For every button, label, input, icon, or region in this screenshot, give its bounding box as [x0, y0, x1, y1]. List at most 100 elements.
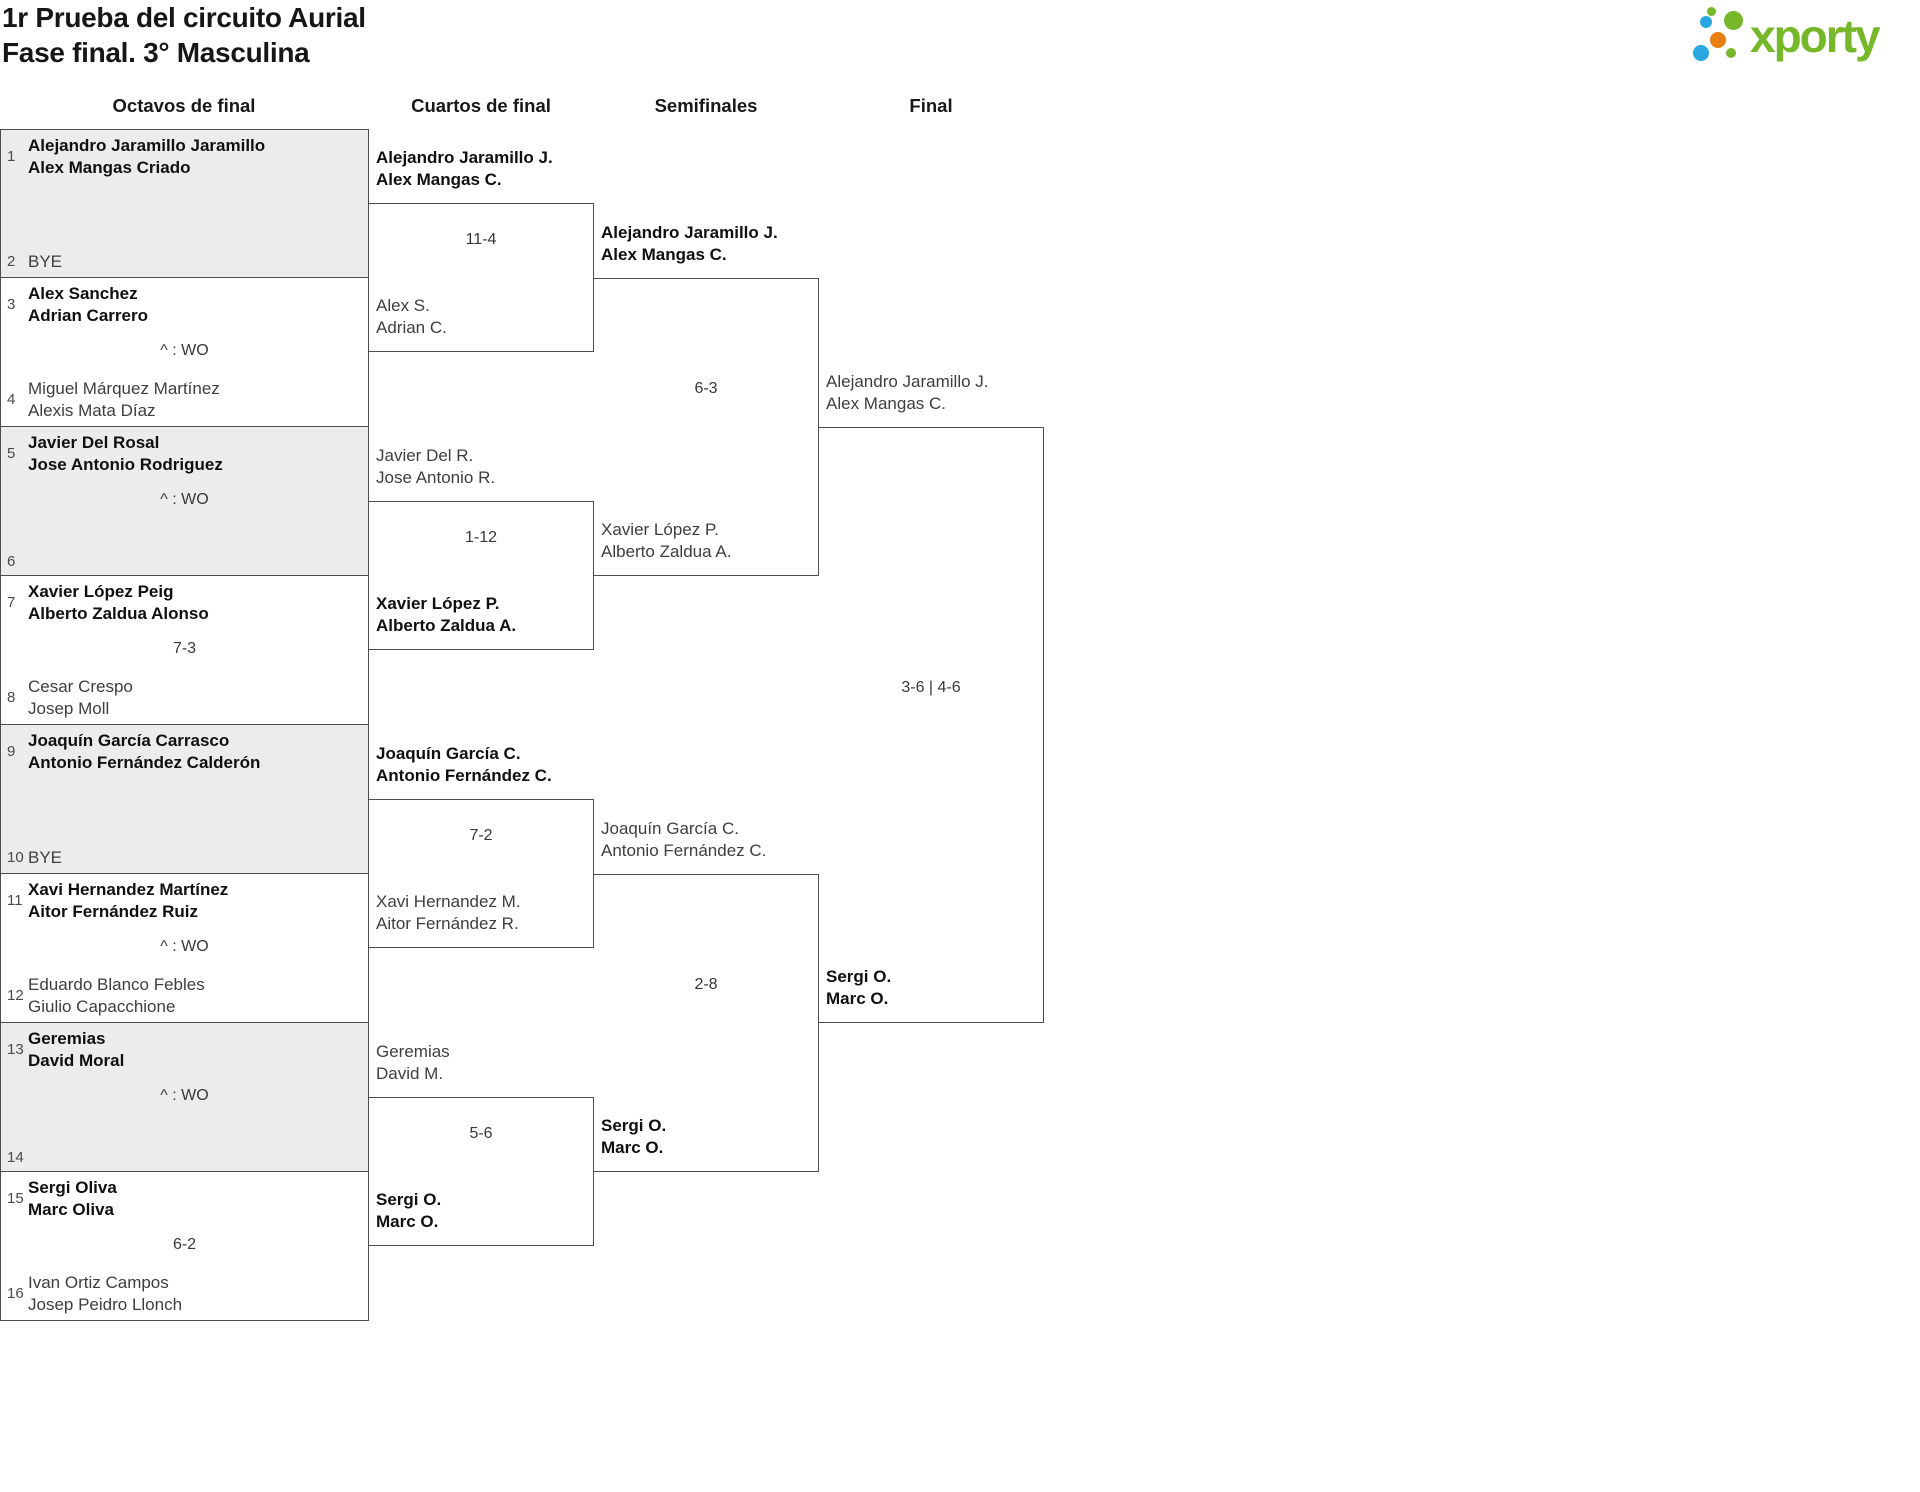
advancing-team-label: Joaquín García C. Antonio Fernández C.: [376, 743, 552, 787]
phase-category: Fase final. 3° Masculina: [2, 37, 310, 68]
team-name-line: David M.: [376, 1064, 444, 1083]
team-name-line: Sergi O.: [376, 1190, 442, 1209]
match-score: 11-4: [465, 231, 497, 249]
column-header-octavos: Octavos de final: [112, 95, 256, 116]
team-names: BYE: [28, 847, 62, 869]
logo-dot-icon: [1700, 16, 1712, 28]
advancing-team-label: Joaquín García C.Antonio Fernández C.: [601, 818, 766, 862]
team-name-line: Antonio Fernández C.: [376, 766, 552, 785]
team-name-line: Alejandro Jaramillo Jaramillo: [28, 136, 266, 155]
team-name-line: Adrian Carrero: [28, 305, 148, 325]
seed-number: 12: [7, 987, 24, 1004]
advancing-team-label: Alejandro Jaramillo J.Alex Mangas C.: [376, 147, 553, 191]
seed-number: 6: [7, 553, 16, 570]
match-score: 1-12: [464, 529, 498, 547]
team-name-line: Alex Sanchez: [28, 284, 138, 303]
team-name-line: Alex Mangas Criado: [28, 157, 191, 177]
team-name-line: Geremias: [376, 1042, 450, 1061]
advancing-team-label: Xavi Hernandez M.Aitor Fernández R.: [376, 891, 521, 935]
team-name-line: Alejandro Jaramillo J.: [376, 148, 553, 167]
match-score: ^ : WO: [160, 938, 209, 955]
team-name-line: Jose Antonio R.: [376, 468, 496, 487]
logo-dot-icon: [1693, 45, 1709, 61]
advancing-team-label: Javier Del R.Jose Antonio R.: [376, 445, 495, 489]
team-name-line: BYE: [28, 847, 63, 867]
seed-number: 14: [7, 1149, 24, 1166]
team-names: BYE: [28, 251, 62, 273]
team-name-line: Aitor Fernández Ruiz: [28, 901, 199, 921]
team-name-line: Marc O.: [826, 989, 889, 1008]
team-name-line: Xavier López P.: [601, 520, 719, 539]
seed-number: 10: [7, 848, 24, 866]
xporty-logo: xporty: [1692, 6, 1918, 68]
cuartos-match: Alejandro Jaramillo J.Alex Mangas C. Alex…: [369, 148, 594, 352]
match-score: ^ : WO: [160, 1087, 209, 1104]
match-score: ^ : WO: [160, 342, 209, 359]
team-name-line: Alex Mangas C.: [601, 245, 727, 264]
team-name-line: Geremias: [28, 1029, 106, 1048]
match-score: 6-2: [172, 1236, 197, 1253]
seed-number: 9: [7, 743, 16, 760]
team-name-line: Sergi Oliva: [28, 1178, 117, 1197]
bracket-slot: 14: [7, 1149, 364, 1166]
team-name-line: Joaquín García Carrasco: [28, 731, 230, 750]
team-name-line: Xavier López Peig: [28, 582, 174, 601]
team-name-line: David Moral: [28, 1050, 125, 1070]
team-name-line: Antonio Fernández Calderón: [28, 752, 261, 772]
team-name-line: Xavier López P.: [376, 594, 500, 613]
team-name-line: Joaquín García C.: [601, 819, 739, 838]
seed-number: 13: [7, 1041, 24, 1058]
match-score: 7-2: [469, 827, 493, 845]
advancing-team-label: Xavier López P. Alberto Zaldua A.: [376, 593, 516, 637]
advancing-team-label: Sergi O. Marc O.: [826, 966, 891, 1010]
bracket-slot: 6: [7, 553, 364, 570]
seed-number: 4: [7, 391, 16, 408]
seed-number: 15: [7, 1190, 24, 1207]
seed-number: 3: [7, 296, 16, 313]
team-name-line: Sergi O.: [826, 967, 892, 986]
team-name-line: Josep Moll: [28, 698, 110, 718]
team-name-line: Sergi O.: [601, 1116, 667, 1135]
match-score: 7-3: [172, 640, 197, 657]
tournament-name: 1r Prueba del circuito Aurial: [2, 2, 366, 33]
seed-number: 16: [7, 1285, 24, 1302]
team-name-line: Alberto Zaldua Alonso: [28, 603, 209, 623]
team-name-line: Jose Antonio Rodriguez: [28, 454, 223, 474]
page-title: 1r Prueba del circuito Aurial Fase final…: [2, 0, 366, 70]
seed-number: 5: [7, 445, 16, 462]
match-score: ^ : WO: [160, 491, 209, 508]
team-name-line: Alex Mangas C.: [826, 394, 946, 413]
team-name-line: Marc Oliva: [28, 1199, 114, 1219]
match-score: 2-8: [694, 975, 718, 993]
team-name-line: Adrian C.: [376, 318, 447, 337]
semifinal-match: Joaquín García C.Antonio Fernández C. Ser…: [594, 819, 819, 1172]
team-name-line: Joaquín García C.: [376, 744, 521, 763]
team-name-line: Alberto Zaldua A.: [376, 616, 517, 635]
team-name-line: Marc O.: [376, 1212, 439, 1231]
team-name-line: Alex S.: [376, 296, 430, 315]
